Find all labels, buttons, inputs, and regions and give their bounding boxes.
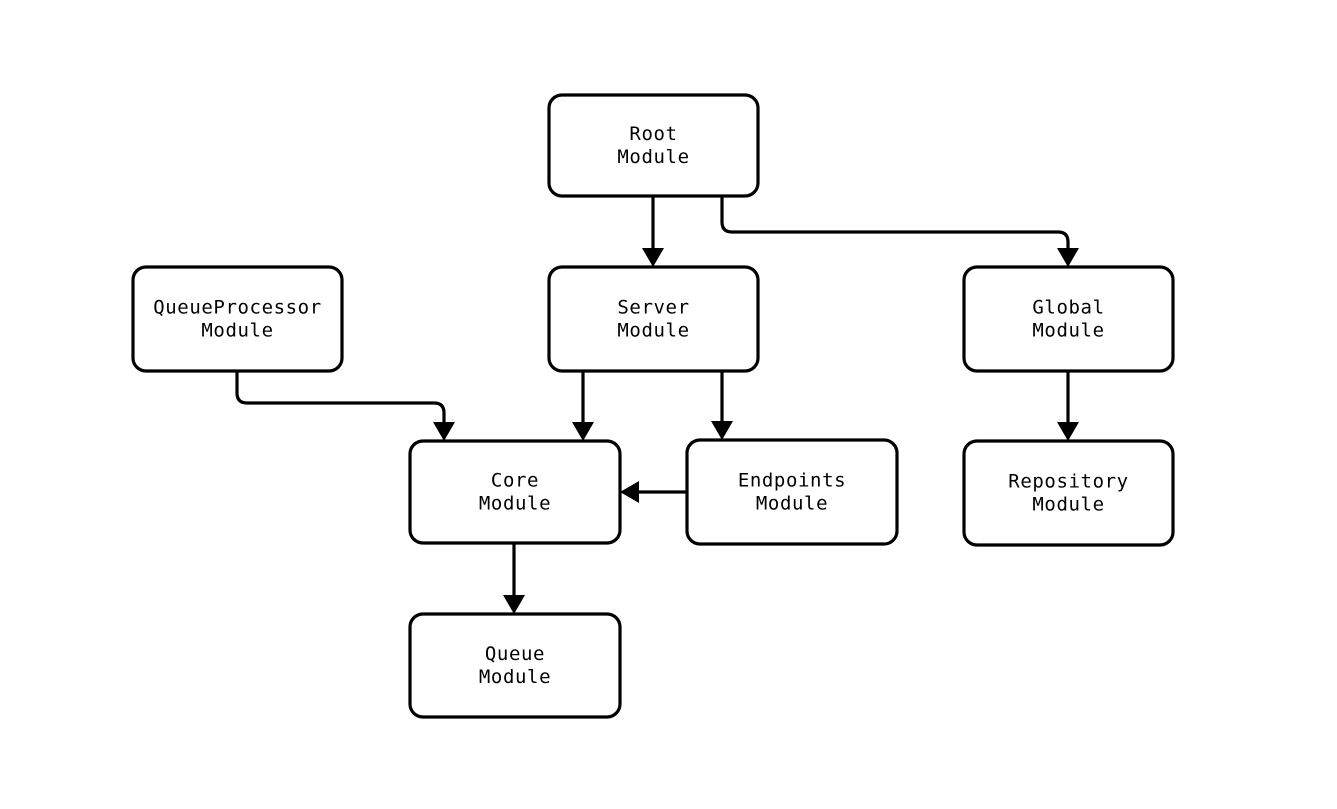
queue-module-node-label-line1: Queue: [485, 643, 545, 665]
edge-queueprocessor-to-core: [235, 371, 455, 441]
edge-root-to-global-arrowhead: [1057, 248, 1079, 267]
core-module-node-box[interactable]: [408, 439, 622, 545]
edge-server-to-core: [572, 371, 594, 441]
edge-global-to-repository: [1057, 371, 1079, 441]
edge-root-to-global-line: [720, 196, 1070, 252]
edge-endpoints-to-core: [620, 481, 687, 503]
queueprocessor-module-node-label-line2: Module: [201, 320, 273, 342]
edge-root-to-server: [642, 196, 664, 267]
repository-module-node-box[interactable]: [962, 439, 1175, 547]
queue-module-node-box[interactable]: [408, 612, 622, 719]
queueprocessor-module-node-box[interactable]: [131, 265, 344, 373]
endpoints-module-node-box[interactable]: [685, 438, 899, 546]
repository-module-node-label-line1: Repository: [1008, 471, 1128, 493]
server-module-node-label-line1: Server: [617, 297, 689, 319]
edge-core-to-queue-arrowhead: [503, 595, 525, 614]
server-module-node-box[interactable]: [547, 265, 760, 373]
global-module-node-label-line1: Global: [1032, 297, 1104, 319]
global-module-node-box[interactable]: [962, 265, 1175, 373]
queueprocessor-module-node-label-line1: QueueProcessor: [153, 297, 322, 319]
edges-layer: [235, 196, 1079, 614]
core-module-node-label-line1: Core: [491, 470, 539, 492]
edge-queueprocessor-to-core-line: [235, 371, 446, 426]
queue-module-node-label-line2: Module: [479, 666, 551, 688]
nodes-layer: RootModuleQueueProcessorModuleServerModu…: [131, 93, 1175, 719]
edge-server-to-endpoints: [711, 371, 733, 440]
edge-root-to-server-arrowhead: [642, 248, 664, 267]
repository-module-node-label-line2: Module: [1032, 494, 1104, 516]
server-module-node-label-line2: Module: [617, 320, 689, 342]
root-module-node-label-line1: Root: [629, 123, 677, 145]
edge-server-to-core-arrowhead: [572, 422, 594, 441]
edge-root-to-global: [720, 196, 1079, 267]
global-module-node-label-line2: Module: [1032, 320, 1104, 342]
endpoints-module-node-label-line1: Endpoints: [738, 470, 846, 492]
edge-queueprocessor-to-core-arrowhead: [433, 422, 455, 441]
endpoints-module-node-label-line2: Module: [756, 493, 828, 515]
edge-endpoints-to-core-arrowhead: [620, 481, 639, 503]
core-module-node-label-line2: Module: [479, 493, 551, 515]
edge-core-to-queue: [503, 543, 525, 614]
edge-server-to-endpoints-arrowhead: [711, 421, 733, 440]
root-module-node-box[interactable]: [547, 93, 760, 198]
root-module-node-label-line2: Module: [617, 146, 689, 168]
edge-global-to-repository-arrowhead: [1057, 422, 1079, 441]
